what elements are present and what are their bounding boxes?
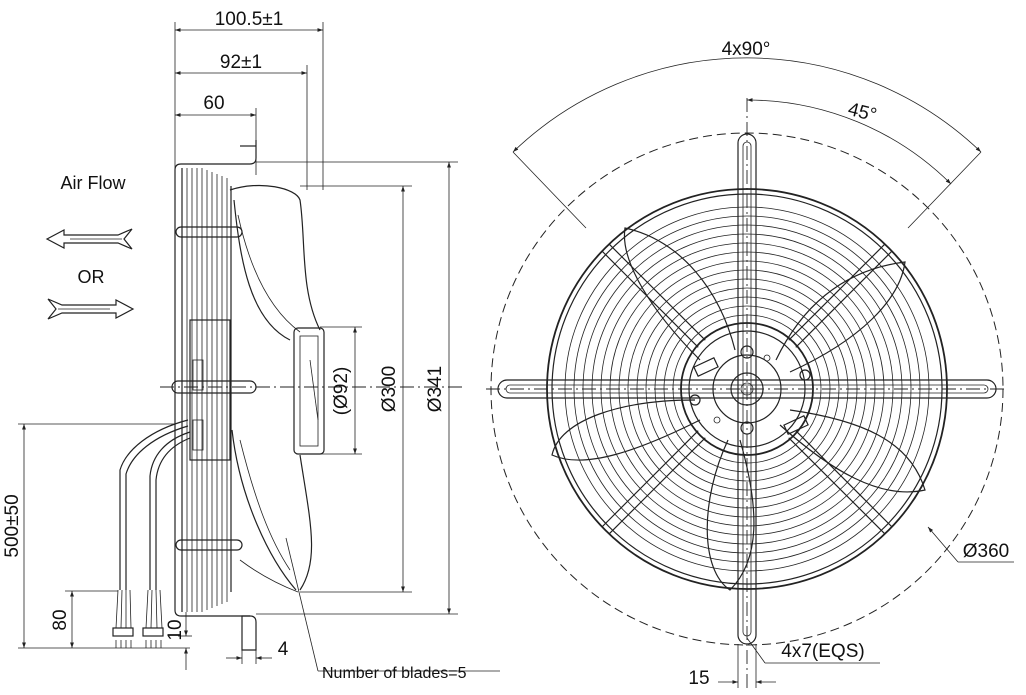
guard-spoke [601,430,706,535]
cables [112,419,191,648]
fan-blades [551,227,926,591]
svg-text:92±1: 92±1 [220,52,262,73]
svg-text:15: 15 [688,668,709,689]
airflow-left-arrow-icon [45,228,133,250]
svg-text:500±50: 500±50 [2,494,23,557]
front-view: 4x90° 45° Ø360 4x7(EQS) 15 [486,39,1014,690]
dim-cable-length: 500±50 [2,424,26,648]
air-flow-label: Air Flow [60,173,126,193]
dim-depth-92: 92±1 [175,52,307,75]
dim-strip-end: 10 [165,612,188,670]
svg-text:(Ø92): (Ø92) [331,367,352,416]
guard-side [171,140,257,651]
guard-spoke [788,430,893,535]
impeller-side [189,184,325,593]
dim-mount-holes: 4x7(EQS) [746,637,880,664]
dim-guard-dia: Ø341 [425,162,451,614]
svg-text:Number of blades=5: Number of blades=5 [322,665,467,682]
dim-hub-dia: (Ø92) [331,327,357,454]
dim-overall-depth: 100.5±1 [175,9,323,32]
dim-depth-60: 60 [175,93,256,117]
dim-impeller-dia: Ø300 [379,186,405,592]
dim-foot-thickness: 4 [226,639,289,664]
or-label: OR [78,267,105,287]
svg-text:4: 4 [278,639,289,660]
svg-text:Ø360: Ø360 [963,541,1009,562]
svg-text:4x90°: 4x90° [722,39,771,60]
svg-text:45°: 45° [846,99,879,126]
svg-text:Ø341: Ø341 [425,366,446,412]
dim-angle-offset: 45° [746,98,952,185]
dim-bolt-circle: Ø360 [927,526,1014,563]
svg-text:Ø300: Ø300 [379,366,400,412]
airflow-legend: Air Flow OR [45,173,135,320]
dim-foot-width: 15 [688,644,776,689]
airflow-right-arrow-icon [47,298,135,320]
blades-note: Number of blades=5 [285,537,500,682]
guard-spoke [788,243,893,348]
dim-cable-strip: 80 [50,591,74,648]
guard-spokes [601,243,893,535]
svg-text:100.5±1: 100.5±1 [215,9,284,30]
svg-text:80: 80 [50,609,71,630]
guard-spoke [601,243,706,348]
svg-text:4x7(EQS): 4x7(EQS) [781,641,864,662]
svg-text:60: 60 [203,93,224,114]
side-view: 100.5±1 92±1 60 [2,9,500,682]
svg-text:10: 10 [165,619,186,640]
